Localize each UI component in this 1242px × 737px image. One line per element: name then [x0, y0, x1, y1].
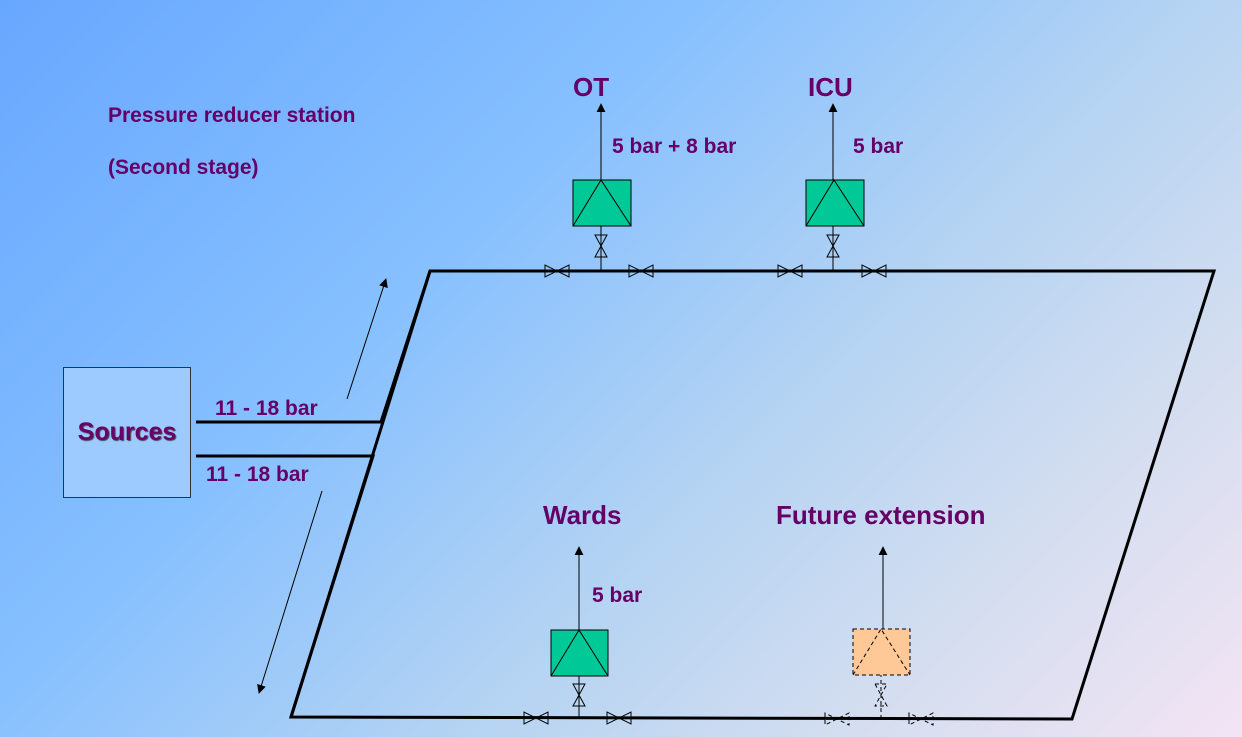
ot-branch	[572, 103, 632, 271]
icu-pressure-reducer-icon	[805, 179, 865, 227]
icu-label: ICU	[808, 72, 853, 102]
ot-label: OT	[573, 72, 610, 102]
lower-feed-pipe	[196, 454, 376, 718]
future-extension-label: Future extension	[776, 500, 986, 530]
upper-feed-pipe	[196, 270, 432, 424]
ot-pressure-reducer-icon	[572, 179, 632, 227]
future-right-valve-icon[interactable]	[908, 712, 934, 726]
future-branch-valve-icon[interactable]	[874, 683, 888, 707]
wards-pressure-label: 5 bar	[592, 584, 643, 607]
page-subtitle: (Second stage)	[108, 156, 259, 179]
ot-pressure-label: 5 bar + 8 bar	[612, 135, 737, 158]
icu-pressure-label: 5 bar	[853, 135, 904, 158]
icu-branch	[805, 103, 865, 271]
sources-box: Sources	[63, 367, 191, 498]
upper-flow-arrow	[346, 278, 388, 400]
sources-label: Sources	[77, 418, 177, 446]
future-extension-branch	[824, 628, 934, 726]
lower-flow-arrow	[257, 490, 323, 694]
wards-branch	[550, 546, 609, 718]
lower-feed-pressure-label: 11 - 18 bar	[206, 463, 309, 486]
wards-label: Wards	[543, 500, 622, 530]
future-pressure-reducer-icon	[852, 628, 911, 676]
wards-pressure-reducer-icon	[550, 629, 609, 677]
upper-feed-pressure-label: 11 - 18 bar	[215, 397, 318, 420]
ring-main-pipe	[288, 269, 1217, 721]
page-title: Pressure reducer station	[108, 104, 356, 127]
future-left-valve-icon[interactable]	[824, 712, 850, 726]
